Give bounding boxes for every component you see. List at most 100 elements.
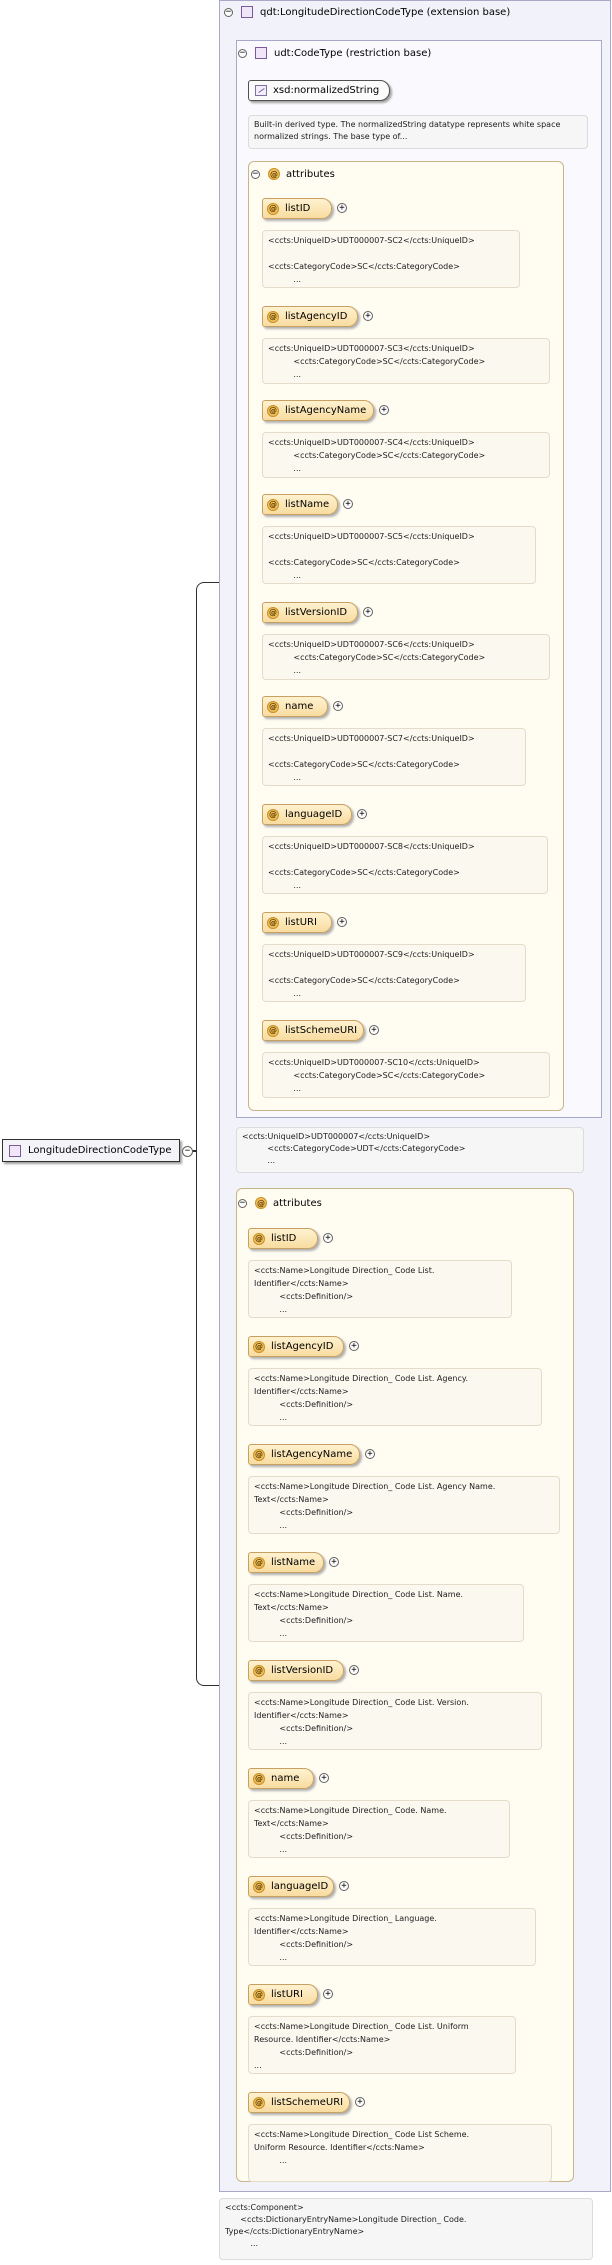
expand-plus-icon[interactable]: + [363, 607, 373, 617]
udt-group-header: − udt:CodeType (restriction base) [238, 47, 431, 59]
expand-plus-icon[interactable]: + [329, 1557, 339, 1567]
expand-plus-icon[interactable]: + [343, 499, 353, 509]
root-collapse-toggle[interactable]: − [182, 1146, 193, 1157]
outer-attribute-listName[interactable]: @ listName [248, 1552, 324, 1573]
at-icon: @ [253, 1556, 265, 1569]
inner-attribute-languageID[interactable]: @ languageID [262, 804, 352, 825]
inner-attribute-name[interactable]: @name [262, 696, 328, 717]
at-icon: @ [267, 606, 279, 619]
attribute-documentation: <ccts:Name>Longitude Direction_ Language… [248, 1908, 536, 1966]
attribute-label: languageID [271, 1881, 329, 1892]
attribute-documentation: <ccts:UniqueID>UDT000007-SC4</ccts:Uniqu… [262, 432, 550, 478]
attribute-label: listAgencyID [271, 1341, 334, 1352]
attribute-label: listVersionID [285, 607, 348, 618]
attribute-documentation: <ccts:Name>Longitude Direction_ Code Lis… [248, 1260, 512, 1318]
outer-attributes-header: − @ attributes [238, 1197, 322, 1209]
at-icon: @ [255, 1197, 267, 1209]
inner-attribute-listURI[interactable]: @listURI [262, 912, 332, 933]
simple-type-icon [255, 85, 267, 96]
at-icon: @ [267, 808, 279, 821]
attribute-label: listURI [271, 1989, 303, 2000]
attribute-label: listName [271, 1557, 316, 1568]
expand-plus-icon[interactable]: + [349, 1341, 359, 1351]
at-icon: @ [253, 1664, 265, 1677]
expand-plus-icon[interactable]: + [337, 917, 347, 927]
outer-attributes-label: attributes [273, 1197, 322, 1209]
attribute-documentation: <ccts:UniqueID>UDT000007-SC7</ccts:Uniqu… [262, 728, 526, 786]
qdt-group-label: qdt:LongitudeDirectionCodeType (extensio… [260, 6, 511, 18]
outer-attribute-listID[interactable]: @ listID [248, 1228, 318, 1249]
expand-plus-icon[interactable]: + [349, 1665, 359, 1675]
attribute-label: listID [285, 203, 311, 214]
attribute-label: name [271, 1773, 300, 1784]
inner-attribute-listID[interactable]: @listID [262, 198, 332, 219]
expand-plus-icon[interactable]: + [337, 203, 347, 213]
complex-type-icon [255, 47, 267, 59]
at-icon: @ [253, 1232, 265, 1245]
connector-line [196, 582, 237, 1686]
expand-plus-icon[interactable]: + [319, 1773, 329, 1783]
attribute-label: listID [271, 1233, 297, 1244]
expand-plus-icon[interactable]: + [363, 311, 373, 321]
qdt-collapse-toggle[interactable]: − [224, 6, 233, 17]
expand-plus-icon[interactable]: + [365, 1449, 375, 1459]
inner-attribute-listAgencyName[interactable]: @ listAgencyName [262, 400, 374, 421]
attribute-documentation: <ccts:Name>Longitude Direction_ Code Lis… [248, 1584, 524, 1642]
attribute-label: listURI [285, 917, 317, 928]
outer-attributes-collapse-toggle[interactable]: − [238, 1197, 247, 1208]
expand-plus-icon[interactable]: + [323, 1233, 333, 1243]
attribute-documentation: <ccts:UniqueID>UDT000007-SC3</ccts:Uniqu… [262, 338, 550, 384]
at-icon: @ [268, 168, 280, 180]
outer-attribute-listURI[interactable]: @ listURI [248, 1984, 318, 2005]
qdt-group-header: − qdt:LongitudeDirectionCodeType (extens… [224, 6, 510, 18]
complex-type-icon [9, 1144, 21, 1157]
attribute-documentation: <ccts:Name>Longitude Direction_ Code. Na… [248, 1800, 510, 1858]
attribute-label: listSchemeURI [285, 1025, 358, 1036]
inner-attribute-listVersionID[interactable]: @ listVersionID [262, 602, 358, 623]
outer-attribute-listVersionID[interactable]: @listVersionID [248, 1660, 344, 1681]
udt-documentation: <ccts:UniqueID>UDT000007</ccts:UniqueID>… [236, 1127, 584, 1173]
inner-attributes-collapse-toggle[interactable]: − [251, 168, 260, 179]
normalized-string-label: xsd:normalizedString [273, 85, 380, 96]
at-icon: @ [267, 310, 279, 323]
expand-plus-icon[interactable]: + [379, 405, 389, 415]
expand-plus-icon[interactable]: + [355, 2097, 365, 2107]
root-documentation: <ccts:Component> <ccts:DictionaryEntryNa… [219, 2198, 593, 2260]
at-icon: @ [253, 2096, 265, 2109]
attribute-label: listName [285, 499, 330, 510]
inner-attribute-listName[interactable]: @ listName [262, 494, 338, 515]
expand-plus-icon[interactable]: + [357, 809, 367, 819]
attribute-label: listAgencyID [285, 311, 348, 322]
expand-plus-icon[interactable]: + [339, 1881, 349, 1891]
attribute-documentation: <ccts:UniqueID>UDT000007-SC10</ccts:Uniq… [262, 1052, 550, 1098]
attribute-label: listAgencyName [285, 405, 367, 416]
normalized-string-type[interactable]: xsd:normalizedString [248, 80, 390, 101]
at-icon: @ [253, 1448, 265, 1461]
normalized-string-description: Built-in derived type. The normalizedStr… [248, 115, 588, 149]
outer-attribute-listAgencyID[interactable]: @listAgencyID [248, 1336, 344, 1357]
at-icon: @ [253, 1988, 265, 2001]
inner-attributes-header: − @ attributes [251, 168, 335, 180]
attribute-label: languageID [285, 809, 343, 820]
udt-collapse-toggle[interactable]: − [238, 47, 247, 58]
inner-attributes-label: attributes [286, 168, 335, 180]
expand-plus-icon[interactable]: + [369, 1025, 379, 1035]
attribute-documentation: <ccts:UniqueID>UDT000007-SC5</ccts:Uniqu… [262, 526, 536, 584]
root-element-longitude-direction-code-type[interactable]: LongitudeDirectionCodeType [2, 1139, 180, 1162]
expand-plus-icon[interactable]: + [333, 701, 343, 711]
attribute-documentation: <ccts:UniqueID>UDT000007-SC8</ccts:Uniqu… [262, 836, 548, 894]
inner-attribute-listAgencyID[interactable]: @ listAgencyID [262, 306, 358, 327]
outer-attribute-listAgencyName[interactable]: @listAgencyName [248, 1444, 360, 1465]
attribute-documentation: <ccts:Name>Longitude Direction_ Code Lis… [248, 2016, 516, 2074]
attribute-documentation: <ccts:Name>Longitude Direction_ Code Lis… [248, 2124, 552, 2182]
outer-attribute-listSchemeURI[interactable]: @listSchemeURI [248, 2092, 350, 2113]
inner-attribute-listSchemeURI[interactable]: @listSchemeURI [262, 1020, 364, 1041]
at-icon: @ [267, 700, 279, 713]
attribute-documentation: <ccts:Name>Longitude Direction_ Code Lis… [248, 1692, 542, 1750]
attribute-documentation: <ccts:UniqueID>UDT000007-SC2</ccts:Uniqu… [262, 230, 520, 288]
at-icon: @ [267, 404, 279, 417]
expand-plus-icon[interactable]: + [323, 1989, 333, 1999]
at-icon: @ [267, 498, 279, 511]
outer-attribute-name[interactable]: @name [248, 1768, 314, 1789]
outer-attribute-languageID[interactable]: @languageID [248, 1876, 334, 1897]
